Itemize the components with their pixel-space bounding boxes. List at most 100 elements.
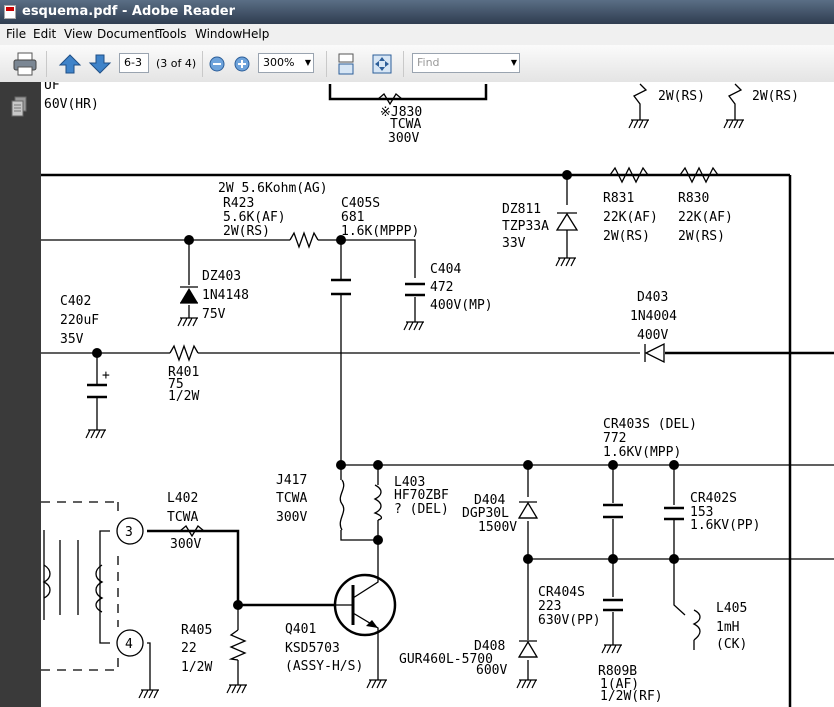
ground-symbol xyxy=(723,119,744,129)
label-d403-rating: 400V xyxy=(637,328,668,343)
label-r405-rating: 1/2W xyxy=(181,660,212,675)
ground-symbol xyxy=(85,429,106,439)
zoom-out-icon[interactable] xyxy=(209,56,225,72)
next-page-icon[interactable] xyxy=(88,53,112,75)
find-placeholder: Find xyxy=(417,56,440,69)
label-q401-ref: Q401 xyxy=(285,622,316,637)
menu-file[interactable]: File xyxy=(6,27,27,41)
label-r809b-rating: 1/2W(RF) xyxy=(600,689,663,704)
label-c405s-value: 681 xyxy=(341,210,364,225)
zoom-level-select[interactable]: 300% ▼ xyxy=(258,53,314,73)
label-r830-ref: R830 xyxy=(678,191,709,206)
label-j830-ref: ※J830 xyxy=(380,105,422,120)
label-j830-type: TCWA xyxy=(390,117,421,132)
label-c402-ref: C402 xyxy=(60,294,91,309)
label-r809b-ref: R809B xyxy=(598,664,637,679)
menu-tools[interactable]: Tools xyxy=(157,27,187,41)
label-q401-part: KSD5703 xyxy=(285,641,340,656)
label-l402-type: TCWA xyxy=(167,510,198,525)
label-c405s-ref: C405S xyxy=(341,196,380,211)
label-cr402s-rating: 1.6KV(PP) xyxy=(690,518,760,533)
previous-page-icon[interactable] xyxy=(58,53,82,75)
label-l405-note: (CK) xyxy=(716,637,747,652)
scrolling-mode-icon[interactable] xyxy=(336,53,356,75)
schematic-drawing: UF 60V(HR) ※J830 TCWA 300V 2W(RS) 2W(RS)… xyxy=(41,82,834,707)
ground-symbol xyxy=(403,321,424,331)
zoom-level-value: 300% xyxy=(263,56,295,69)
label-l403-part: HF70ZBF xyxy=(394,488,449,503)
label-d404-rating: 1500V xyxy=(478,520,517,535)
ground-symbol xyxy=(601,644,622,654)
label-c404-value: 472 xyxy=(430,280,453,295)
label-j417-ref: J417 xyxy=(276,473,307,488)
label-r401-rating: 1/2W xyxy=(168,389,199,404)
label-l405-ref: L405 xyxy=(716,601,747,616)
ground-symbol xyxy=(177,317,198,327)
toolbar: 6-3 (3 of 4) 300% ▼ Find ▼ xyxy=(0,45,834,83)
label-c405s-rating: 1.6K(MPPP) xyxy=(341,224,419,239)
navigation-panel xyxy=(0,82,41,707)
label-r831-rating: 2W(RS) xyxy=(603,229,650,244)
title-bar: esquema.pdf - Adobe Reader xyxy=(0,0,834,24)
label-c402-polarity: + xyxy=(102,368,110,383)
label-d404-ref: D404 xyxy=(474,493,505,508)
menu-bar: File Edit View Document Tools Window Hel… xyxy=(0,24,834,45)
print-icon[interactable] xyxy=(12,52,38,76)
menu-view[interactable]: View xyxy=(64,27,93,41)
label-r809b-value: 1(AF) xyxy=(600,677,639,692)
label-r423-value: 5.6K(AF) xyxy=(223,210,286,225)
label-r401-ref: R401 xyxy=(168,365,199,380)
label-dz811-ref: DZ811 xyxy=(502,202,541,217)
label-dz811-part: TZP33A xyxy=(502,219,549,234)
label-r423-ref: R423 xyxy=(223,196,254,211)
zoom-in-icon[interactable] xyxy=(234,56,250,72)
fit-page-icon[interactable] xyxy=(371,53,393,75)
label-top-left-1: UF xyxy=(44,82,60,93)
label-top-left-2: 60V(HR) xyxy=(44,97,99,112)
find-input[interactable]: Find ▼ xyxy=(412,53,520,73)
ground-symbol xyxy=(628,119,649,129)
label-r401-value: 75 xyxy=(168,377,184,392)
find-dropdown-icon[interactable]: ▼ xyxy=(510,58,517,67)
label-cr402s-ref: CR402S xyxy=(690,491,737,506)
label-r405-value: 22 xyxy=(181,641,197,656)
label-l403-note: ? (DEL) xyxy=(394,502,449,517)
label-c402-rating: 35V xyxy=(60,332,84,347)
label-j417-type: TCWA xyxy=(276,491,307,506)
label-d408-ref: D408 xyxy=(474,639,505,654)
label-r830-rating: 2W(RS) xyxy=(678,229,725,244)
ground-symbol xyxy=(366,679,387,689)
label-d404-part: DGP30L xyxy=(462,506,509,521)
menu-document[interactable]: Document xyxy=(97,27,160,41)
menu-edit[interactable]: Edit xyxy=(33,27,57,41)
page-count-label: (3 of 4) xyxy=(156,57,197,70)
label-l402-rating: 300V xyxy=(170,537,201,552)
label-cr404s-ref: CR404S xyxy=(538,585,585,600)
menu-window[interactable]: Window xyxy=(195,27,243,41)
label-dz403-ref: DZ403 xyxy=(202,269,241,284)
label-c404-rating: 400V(MP) xyxy=(430,298,493,313)
label-q401-note: (ASSY-H/S) xyxy=(285,659,363,674)
page-number-input[interactable]: 6-3 xyxy=(119,53,149,73)
label-r423-note: 2W 5.6Kohm(AG) xyxy=(218,181,328,196)
ground-symbol xyxy=(226,684,247,694)
zoom-dropdown-icon[interactable]: ▼ xyxy=(304,58,311,67)
ground-symbol xyxy=(138,689,159,699)
label-d403-ref: D403 xyxy=(637,290,668,305)
label-c404-ref: C404 xyxy=(430,262,461,277)
label-j417-rating: 300V xyxy=(276,510,307,525)
document-view[interactable]: UF 60V(HR) ※J830 TCWA 300V 2W(RS) 2W(RS)… xyxy=(41,82,834,707)
label-cr402s-value: 153 xyxy=(690,505,713,520)
label-r831-ref: R831 xyxy=(603,191,634,206)
label-cr404s-value: 223 xyxy=(538,599,561,614)
label-j830-rating: 300V xyxy=(388,131,419,146)
label-c402-value: 220uF xyxy=(60,313,99,328)
pdf-file-icon xyxy=(4,5,16,19)
pages-panel-icon[interactable] xyxy=(10,96,28,118)
label-top-right-1: 2W(RS) xyxy=(658,89,705,104)
label-cr403s-rating: 1.6KV(MPP) xyxy=(603,445,681,460)
menu-help[interactable]: Help xyxy=(242,27,270,41)
ground-symbol xyxy=(516,679,537,689)
label-r405-ref: R405 xyxy=(181,623,212,638)
label-r830-value: 22K(AF) xyxy=(678,210,733,225)
